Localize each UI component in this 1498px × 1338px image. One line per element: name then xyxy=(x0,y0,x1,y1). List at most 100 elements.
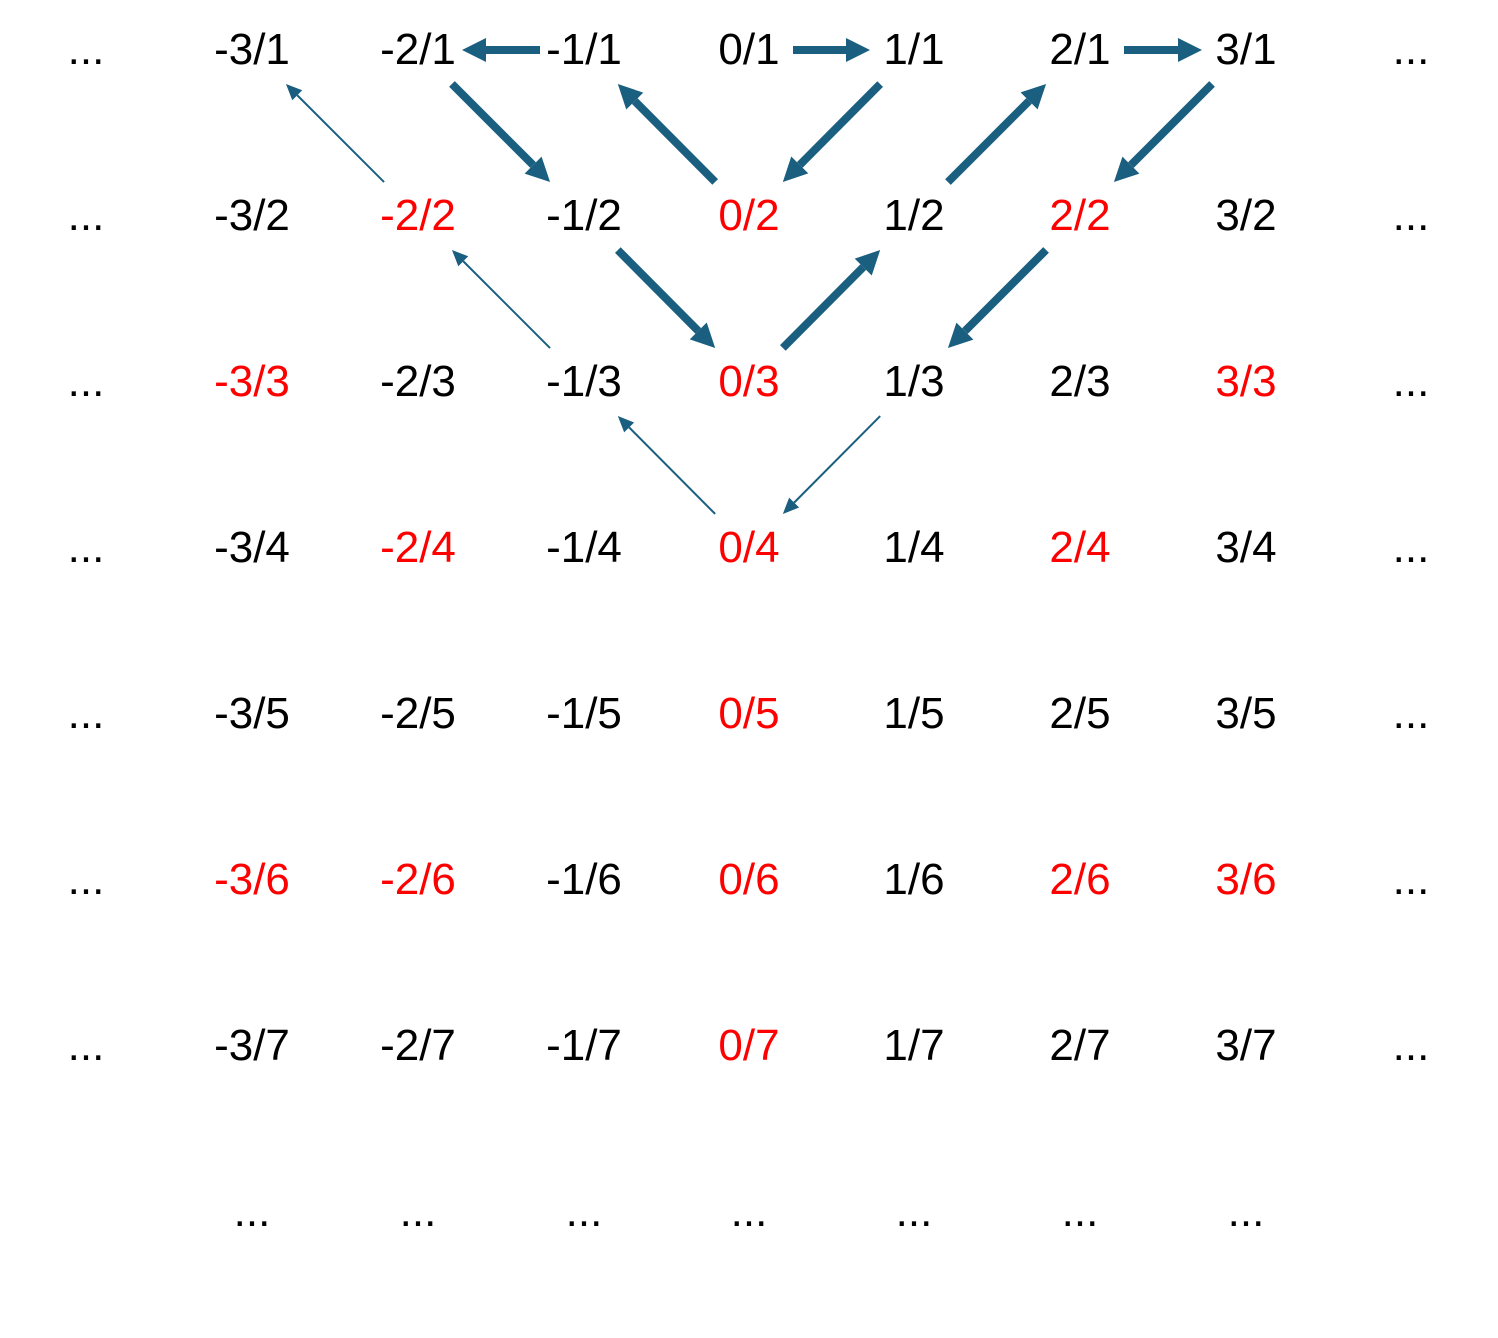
row-1-right-ellipsis: ... xyxy=(1392,25,1430,74)
fraction-neg-1-over-2: -1/2 xyxy=(546,191,622,240)
fraction-0minus-over-4: 0/4 xyxy=(718,523,780,572)
fraction-1minus-over-2: 1/2 xyxy=(883,191,945,240)
arrow-shaft xyxy=(962,247,1049,334)
fraction-1minus-over-3: 1/3 xyxy=(883,357,945,406)
fraction-1minus-over-6: 1/6 xyxy=(883,855,945,904)
arrow-head xyxy=(782,156,809,182)
fraction-0minus-over-5: 0/5 xyxy=(718,689,780,738)
bottom-ellipsis-4: ... xyxy=(730,1187,768,1236)
arrow-head xyxy=(285,83,303,101)
arrow-shaft xyxy=(1128,81,1215,168)
row-2-left-ellipsis: ... xyxy=(67,191,105,240)
arrow-shaft xyxy=(945,98,1032,185)
fraction-3minus-over-5: 3/5 xyxy=(1215,689,1277,738)
fraction-neg-3-over-2: -3/2 xyxy=(214,191,290,240)
fraction-1minus-over-7: 1/7 xyxy=(883,1021,945,1070)
arrow-head xyxy=(689,322,716,348)
arrow--1_1-to--2_1 xyxy=(462,38,540,62)
row-2-right-ellipsis: ... xyxy=(1392,191,1430,240)
fraction-0minus-over-2: 0/2 xyxy=(718,191,780,240)
arrow-0_3-to-1_2 xyxy=(780,250,881,351)
arrow-head xyxy=(1113,156,1140,183)
fraction-neg-3-over-3: -3/3 xyxy=(214,357,290,406)
arrow-shaft xyxy=(631,98,718,185)
fraction-2minus-over-1: 2/1 xyxy=(1049,25,1111,74)
fraction-neg-3-over-5: -3/5 xyxy=(214,689,290,738)
fraction-neg-1-over-3: -1/3 xyxy=(546,357,622,406)
arrow-head xyxy=(1020,83,1047,110)
row-5-left-ellipsis: ... xyxy=(67,689,105,738)
bottom-ellipsis-2: ... xyxy=(399,1187,437,1236)
fraction-2minus-over-7: 2/7 xyxy=(1049,1021,1111,1070)
fraction-neg-3-over-4: -3/4 xyxy=(214,523,290,572)
fraction-2minus-over-2: 2/2 xyxy=(1049,191,1111,240)
arrow-shaft xyxy=(793,415,881,504)
fraction-1minus-over-1: 1/1 xyxy=(883,25,945,74)
row-6-left-ellipsis: ... xyxy=(67,855,105,904)
bottom-ellipsis-7: ... xyxy=(1227,1187,1265,1236)
fraction-neg-2-over-3: -2/3 xyxy=(380,357,456,406)
row-3-left-ellipsis: ... xyxy=(67,357,105,406)
row-6-right-ellipsis: ... xyxy=(1392,855,1430,904)
arrow-2_1-to-3_1 xyxy=(1124,38,1202,62)
arrow-1_3-to-0_4 xyxy=(782,415,881,514)
fraction-neg-3-over-1: -3/1 xyxy=(214,25,290,74)
arrow-head xyxy=(1178,38,1202,62)
bottom-ellipsis-3: ... xyxy=(565,1187,603,1236)
bottom-ellipsis-1: ... xyxy=(233,1187,271,1236)
fraction-neg-1-over-6: -1/6 xyxy=(546,855,622,904)
fraction-neg-2-over-7: -2/7 xyxy=(380,1021,456,1070)
arrow-shaft xyxy=(449,81,536,168)
fraction-0minus-over-7: 0/7 xyxy=(718,1021,780,1070)
fraction-neg-2-over-5: -2/5 xyxy=(380,689,456,738)
arrow-3_1-to-2_2 xyxy=(1113,81,1215,183)
row-7-left-ellipsis: ... xyxy=(67,1021,105,1070)
arrow-head xyxy=(947,322,974,349)
fraction-neg-2-over-1: -2/1 xyxy=(380,25,456,74)
fraction-neg-1-over-1: -1/1 xyxy=(546,25,622,74)
fraction-2minus-over-3: 2/3 xyxy=(1049,357,1111,406)
fraction-0minus-over-1: 0/1 xyxy=(718,25,780,74)
arrow-head xyxy=(782,497,800,514)
fraction-neg-1-over-4: -1/4 xyxy=(546,523,622,572)
fraction-3minus-over-6: 3/6 xyxy=(1215,855,1277,904)
arrow-0_4-to--1_3 xyxy=(617,416,716,515)
arrow--1_3-to--2_2 xyxy=(451,249,551,349)
arrow--2_2-to--3_1 xyxy=(285,83,385,183)
arrow-0_1-to-1_1 xyxy=(793,38,870,62)
fraction-2minus-over-5: 2/5 xyxy=(1049,689,1111,738)
fraction-2minus-over-6: 2/6 xyxy=(1049,855,1111,904)
arrow-0_2-to--1_1 xyxy=(617,84,718,185)
fraction-2minus-over-4: 2/4 xyxy=(1049,523,1111,572)
fraction-0minus-over-3: 0/3 xyxy=(718,357,780,406)
arrow-shaft xyxy=(796,81,883,168)
row-1-left-ellipsis: ... xyxy=(67,25,105,74)
fraction-3minus-over-1: 3/1 xyxy=(1215,25,1277,74)
arrow-1_1-to-0_2 xyxy=(782,81,883,182)
arrow-shaft xyxy=(780,264,867,351)
fraction-3minus-over-7: 3/7 xyxy=(1215,1021,1277,1070)
row-4-left-ellipsis: ... xyxy=(67,523,105,572)
row-5-right-ellipsis: ... xyxy=(1392,689,1430,738)
fraction-1minus-over-4: 1/4 xyxy=(883,523,945,572)
arrow-head xyxy=(854,250,881,276)
arrow-head xyxy=(617,416,635,433)
arrow-shaft xyxy=(615,247,702,334)
row-3-right-ellipsis: ... xyxy=(1392,357,1430,406)
fraction-1minus-over-5: 1/5 xyxy=(883,689,945,738)
arrow-shaft xyxy=(296,94,385,183)
row-7-right-ellipsis: ... xyxy=(1392,1021,1430,1070)
fraction-neg-2-over-6: -2/6 xyxy=(380,855,456,904)
arrow-2_2-to-1_3 xyxy=(947,247,1049,349)
arrow-1_2-to-2_1 xyxy=(945,83,1047,185)
arrow--2_1-to--1_2 xyxy=(449,81,551,183)
arrow-head xyxy=(524,156,551,183)
fraction-neg-2-over-2: -2/2 xyxy=(380,191,456,240)
arrow-head xyxy=(451,249,469,267)
fraction-3minus-over-4: 3/4 xyxy=(1215,523,1277,572)
row-4-right-ellipsis: ... xyxy=(1392,523,1430,572)
fraction-neg-2-over-4: -2/4 xyxy=(380,523,456,572)
bottom-ellipsis-5: ... xyxy=(895,1187,933,1236)
fraction-neg-1-over-5: -1/5 xyxy=(546,689,622,738)
